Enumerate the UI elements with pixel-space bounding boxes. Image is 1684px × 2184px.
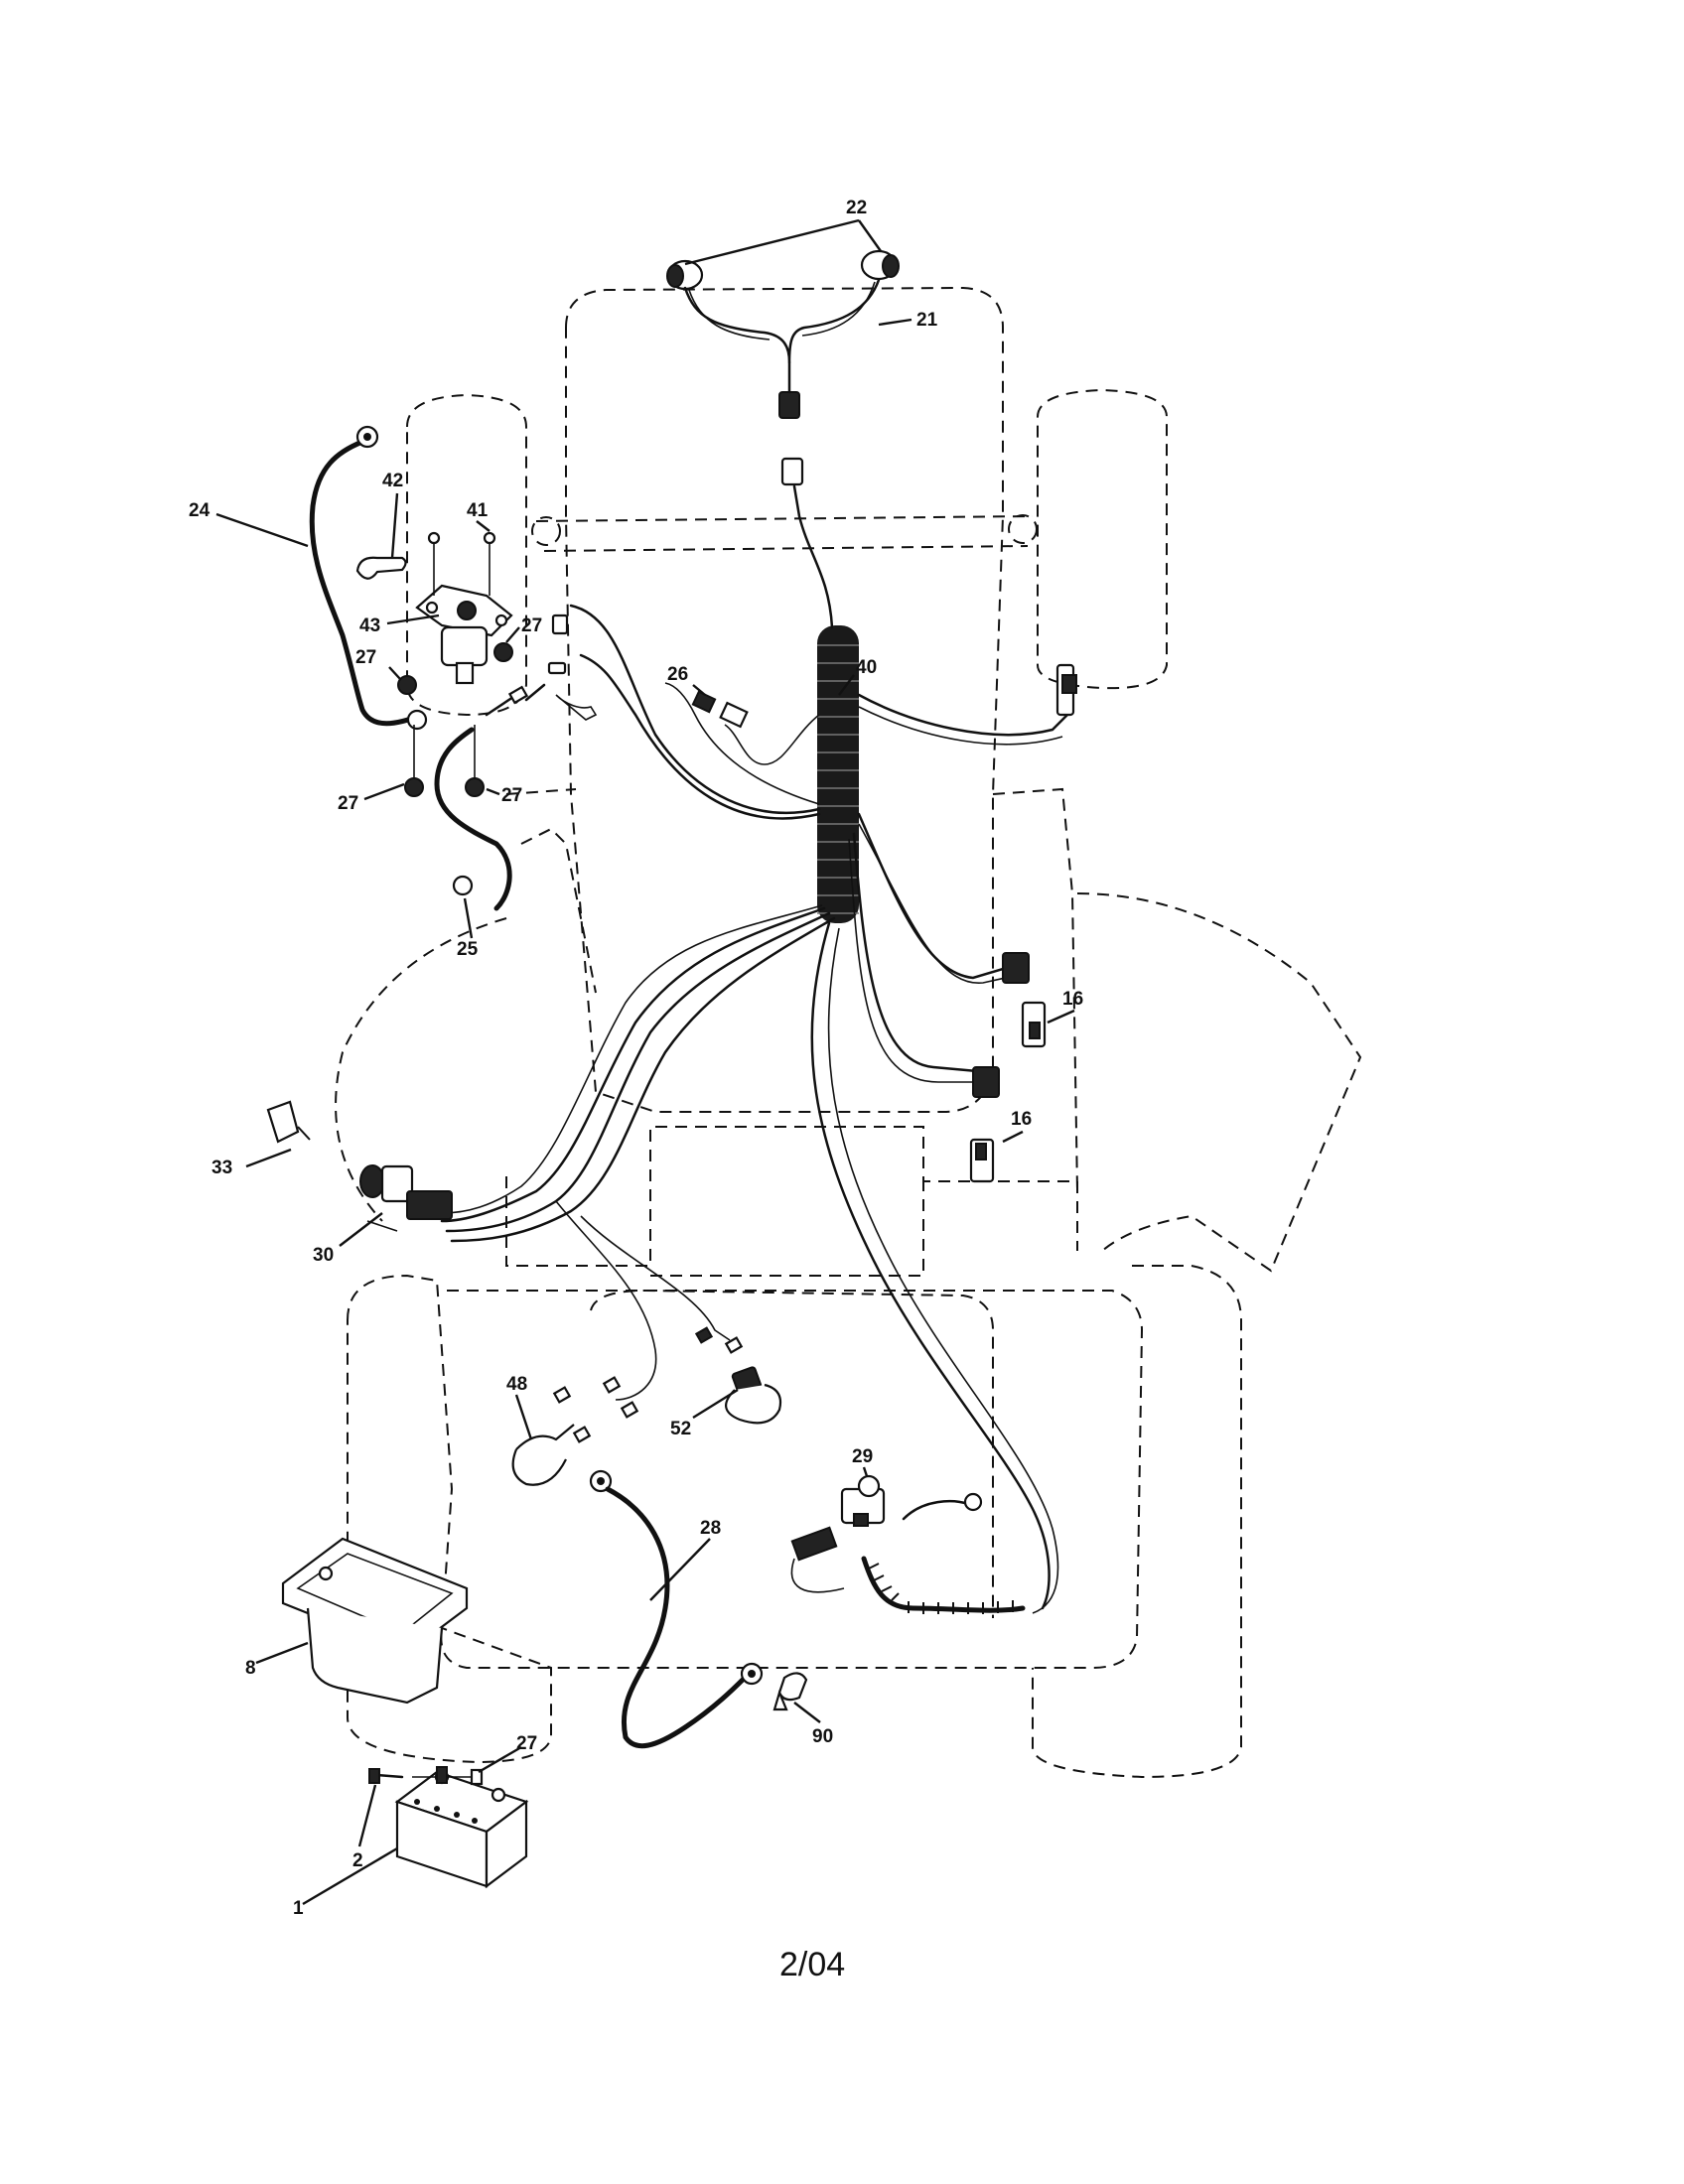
battery-cable-24 bbox=[309, 425, 428, 731]
harness-run-seat-b bbox=[827, 927, 1059, 1614]
headlight-harness-21-b bbox=[688, 281, 876, 341]
callout-27-c: 27 bbox=[338, 793, 358, 814]
front-axle-outline bbox=[535, 515, 1034, 552]
callout-90: 90 bbox=[812, 1726, 833, 1747]
seat-switch-29 bbox=[840, 1474, 983, 1527]
harness-branch-48 bbox=[555, 1200, 657, 1401]
ignition-switch-30 bbox=[359, 1164, 453, 1232]
callout-8: 8 bbox=[245, 1658, 256, 1679]
harness-branch-left-c bbox=[664, 682, 820, 805]
harness-branch-16-lower bbox=[852, 832, 990, 1074]
solenoid-body bbox=[440, 625, 489, 667]
headlight-right-lens bbox=[882, 254, 900, 278]
callout-28: 28 bbox=[700, 1518, 721, 1539]
battery-bolt-2 bbox=[375, 1773, 404, 1779]
callout-29: 29 bbox=[852, 1446, 873, 1467]
switch-connectors-16 bbox=[969, 952, 1047, 1183]
seat-switch-harness bbox=[790, 1526, 1026, 1614]
callout-41: 41 bbox=[467, 500, 489, 521]
callout-26: 26 bbox=[667, 664, 688, 685]
terminal-boot-90 bbox=[772, 1672, 808, 1711]
fender-right-outline bbox=[1076, 892, 1362, 1273]
connector-48 bbox=[511, 1376, 639, 1486]
nut-27-c bbox=[404, 777, 424, 797]
callout-labels: 22 21 24 42 41 43 27 27 27 27 26 40 25 1… bbox=[189, 198, 1083, 1919]
callout-40: 40 bbox=[856, 657, 877, 678]
callout-33: 33 bbox=[211, 1158, 232, 1178]
right-connector bbox=[1055, 663, 1077, 717]
callout-48: 48 bbox=[506, 1374, 527, 1395]
callout-16-b: 16 bbox=[1011, 1109, 1032, 1130]
harness-branch-left-a bbox=[569, 604, 821, 814]
front-left-wheel-outline bbox=[406, 393, 527, 717]
callout-52: 52 bbox=[670, 1419, 691, 1439]
callout-22: 22 bbox=[846, 198, 867, 218]
callout-27-b: 27 bbox=[355, 647, 376, 668]
harness-branch-left-b bbox=[579, 653, 821, 820]
callout-21: 21 bbox=[916, 310, 938, 331]
nut-27-d bbox=[465, 777, 485, 797]
ignition-key-33 bbox=[266, 1100, 311, 1144]
leader-lines bbox=[215, 218, 1075, 1906]
callout-2: 2 bbox=[352, 1850, 363, 1871]
connector-52 bbox=[694, 1326, 782, 1425]
fender-left-outline bbox=[335, 917, 507, 1222]
harness-branch-16-upper-b bbox=[858, 823, 1029, 984]
callout-43: 43 bbox=[359, 615, 380, 636]
front-right-wheel-outline bbox=[1037, 388, 1168, 690]
harness-branch-52 bbox=[580, 1215, 731, 1341]
starter-solenoid bbox=[355, 531, 513, 797]
rear-left-wheel-outline bbox=[347, 1274, 552, 1764]
harness-run-seat-a bbox=[810, 921, 1051, 1610]
axle-pivot-left bbox=[531, 516, 561, 546]
callout-27-d: 27 bbox=[501, 785, 522, 806]
headlight-harness-21 bbox=[683, 278, 881, 364]
connector-26 bbox=[691, 690, 749, 729]
harness-branch-right bbox=[857, 693, 1069, 737]
harness-bundle-ignition-d bbox=[441, 904, 823, 1214]
battery-tray-8 bbox=[281, 1537, 469, 1705]
axle-pivot-right bbox=[1008, 514, 1038, 544]
harness-branch-headlight bbox=[792, 484, 834, 629]
main-harness bbox=[440, 484, 1069, 1614]
seat-area-outline bbox=[590, 1289, 994, 1618]
solenoid-boot-42 bbox=[355, 556, 407, 580]
headlight-left-lens bbox=[666, 264, 684, 288]
callout-1: 1 bbox=[293, 1898, 304, 1919]
callout-27-e: 27 bbox=[516, 1733, 537, 1754]
harness-bundle-ignition-b bbox=[445, 911, 831, 1233]
seat-deck-outline bbox=[505, 1126, 1078, 1277]
harness-bundle-ignition-a bbox=[440, 906, 826, 1223]
page-date-label: 2/04 bbox=[779, 1946, 846, 1983]
tractor-outline bbox=[335, 286, 1362, 1779]
callout-30: 30 bbox=[313, 1245, 334, 1266]
nut-27-a bbox=[397, 675, 417, 695]
harness-branch-16-lower-b bbox=[848, 838, 993, 1083]
battery-1 bbox=[368, 1766, 529, 1889]
starter-cable-25 bbox=[434, 683, 546, 911]
headlight-plug bbox=[778, 391, 800, 419]
harness-branch-16-upper bbox=[857, 812, 1025, 980]
headlight-assembly bbox=[666, 249, 900, 486]
callout-25: 25 bbox=[457, 939, 479, 960]
harness-branch-right-b bbox=[858, 706, 1063, 746]
callout-24: 24 bbox=[189, 500, 210, 521]
harness-loom bbox=[817, 625, 859, 923]
callout-42: 42 bbox=[382, 471, 403, 491]
rear-right-wheel-outline bbox=[1032, 1265, 1242, 1779]
harness-branch-26 bbox=[724, 714, 820, 765]
solenoid-leads bbox=[547, 614, 598, 721]
rear-deck-outline bbox=[440, 1290, 1144, 1669]
nut-27-b bbox=[493, 642, 513, 662]
headlight-socket bbox=[780, 457, 804, 486]
callout-27-a: 27 bbox=[521, 615, 542, 636]
callout-16-a: 16 bbox=[1062, 989, 1083, 1010]
frame-outline bbox=[505, 787, 1078, 1192]
ground-cable-28 bbox=[589, 1469, 764, 1749]
harness-bundle-ignition-c bbox=[450, 916, 836, 1243]
